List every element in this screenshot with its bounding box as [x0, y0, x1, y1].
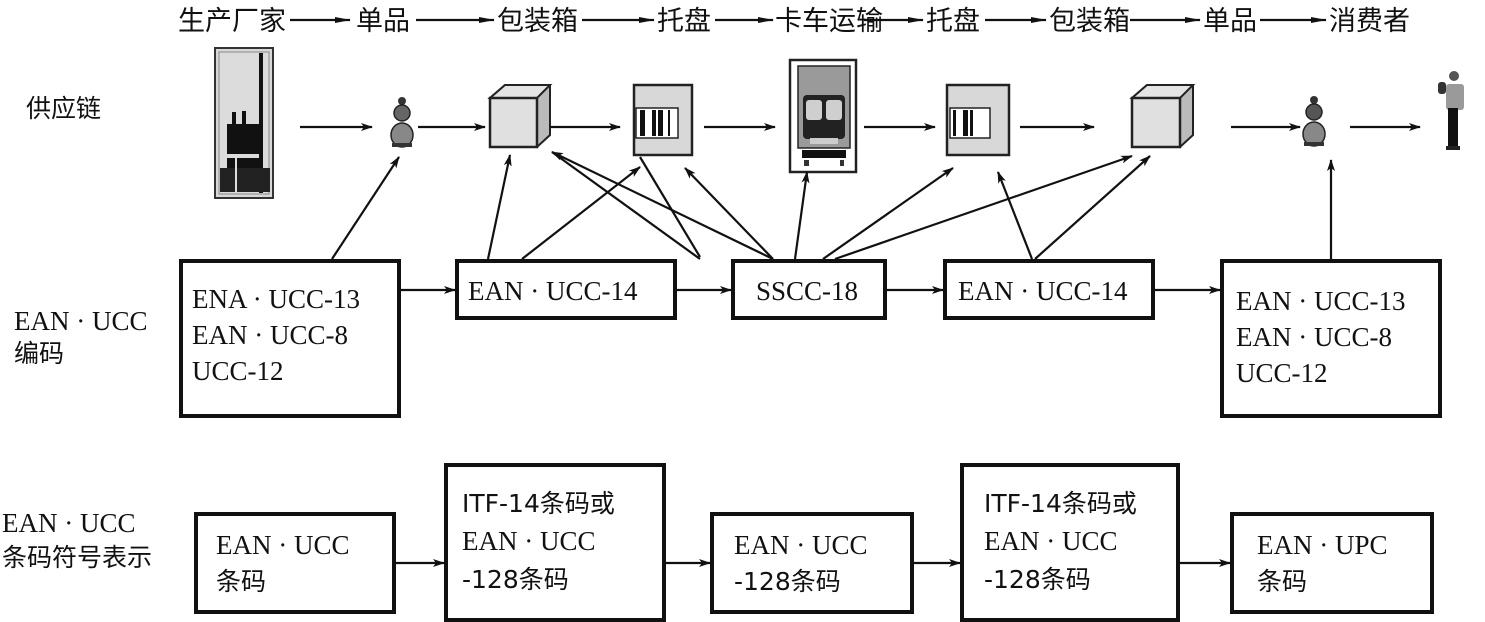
symbology-box-line: EAN · UCC — [984, 526, 1118, 556]
mapping-arrow — [834, 154, 1133, 261]
symbology-box-line: 条码 — [216, 567, 266, 596]
symbology-box: ITF-14条码或 EAN · UCC -128条码 — [444, 463, 666, 622]
mapping-arrow — [822, 167, 954, 260]
row-label-coding-line1: EAN · UCC — [14, 306, 148, 336]
mapping-arrow — [996, 171, 1034, 260]
header-flow: 生产厂家 单品 包装箱 托盘 卡车运输 托盘 包装箱 单品 消费者 — [178, 6, 1410, 37]
mapping-arrow — [793, 171, 810, 260]
stage-label: 包装箱 — [497, 6, 578, 37]
mapping-arrow — [331, 156, 400, 260]
factory-icon — [214, 47, 274, 199]
coding-box: EAN · UCC-14 — [455, 259, 677, 320]
coding-box-line: EAN · UCC-14 — [468, 276, 638, 306]
row-label-coding-line2: 编码 — [14, 339, 64, 368]
coding-box-line: EAN · UCC-8 — [192, 320, 348, 350]
mapping-arrow — [1034, 155, 1151, 260]
stage-label: 生产厂家 — [178, 6, 286, 37]
coding-box: EAN · UCC-13 EAN · UCC-8 UCC-12 — [1220, 259, 1442, 418]
mapping-arrows — [331, 151, 1335, 261]
truck-icon — [788, 58, 858, 174]
mapping-arrow — [521, 166, 641, 260]
symbology-box-line: 条码 — [1257, 567, 1307, 596]
carton-box-icon — [1129, 84, 1196, 149]
symbology-box: EAN · UPC 条码 — [1230, 512, 1434, 614]
mapping-arrow — [684, 167, 774, 260]
bottle-item-icon — [1302, 96, 1326, 147]
coding-box-line: UCC-12 — [1236, 358, 1328, 388]
coding-box-line: ENA · UCC-13 — [192, 284, 360, 314]
stage-label: 托盘 — [926, 6, 980, 37]
symbology-box-line: EAN · UCC — [216, 530, 350, 560]
stage-label: 消费者 — [1329, 6, 1410, 37]
symbology-box-line: ITF-14条码或 — [984, 489, 1137, 518]
bottle-item-icon — [390, 97, 414, 148]
mapping-arrow — [551, 151, 774, 260]
coding-box-line: EAN · UCC-8 — [1236, 322, 1392, 352]
coding-box-line: EAN · UCC-14 — [958, 276, 1128, 306]
stage-label: 托盘 — [657, 6, 711, 37]
symbology-box-line: EAN · UCC — [462, 526, 596, 556]
row-label-symbology-line1: EAN · UCC — [2, 508, 136, 538]
symbology-box-line: -128条码 — [734, 567, 841, 596]
pallet-barcode-icon — [945, 83, 1011, 157]
symbology-box: ITF-14条码或 EAN · UCC -128条码 — [960, 463, 1180, 622]
coding-box: EAN · UCC-14 — [943, 259, 1155, 320]
coding-box-line: SSCC-18 — [756, 276, 858, 306]
symbology-box: EAN · UCC -128条码 — [710, 512, 914, 614]
row-label-symbology-line2: 条码符号表示 — [2, 543, 152, 572]
stage-label: 包装箱 — [1049, 6, 1130, 37]
coding-box-line: EAN · UCC-13 — [1236, 286, 1406, 316]
coding-box: ENA · UCC-13 EAN · UCC-8 UCC-12 — [179, 259, 401, 418]
mapping-line — [639, 156, 701, 258]
symbology-box-line: EAN · UPC — [1257, 530, 1388, 560]
symbology-box-line: EAN · UCC — [734, 530, 868, 560]
symbology-box-line: ITF-14条码或 — [462, 489, 615, 518]
symbology-box-line: -128条码 — [462, 565, 569, 594]
stage-label: 单品 — [356, 6, 410, 37]
row-label-supply-chain: 供应链 — [26, 94, 101, 123]
mapping-line — [551, 151, 701, 260]
stage-label: 卡车运输 — [775, 6, 883, 37]
coding-box: SSCC-18 — [731, 259, 887, 320]
stage-label: 单品 — [1203, 6, 1257, 37]
coding-box-line: UCC-12 — [192, 356, 284, 386]
pallet-barcode-icon — [632, 83, 694, 157]
mapping-arrow — [486, 154, 512, 260]
carton-box-icon — [487, 84, 553, 149]
symbology-box: EAN · UCC 条码 — [194, 512, 396, 614]
symbology-box-line: -128条码 — [984, 565, 1091, 594]
consumer-icon — [1438, 71, 1464, 150]
